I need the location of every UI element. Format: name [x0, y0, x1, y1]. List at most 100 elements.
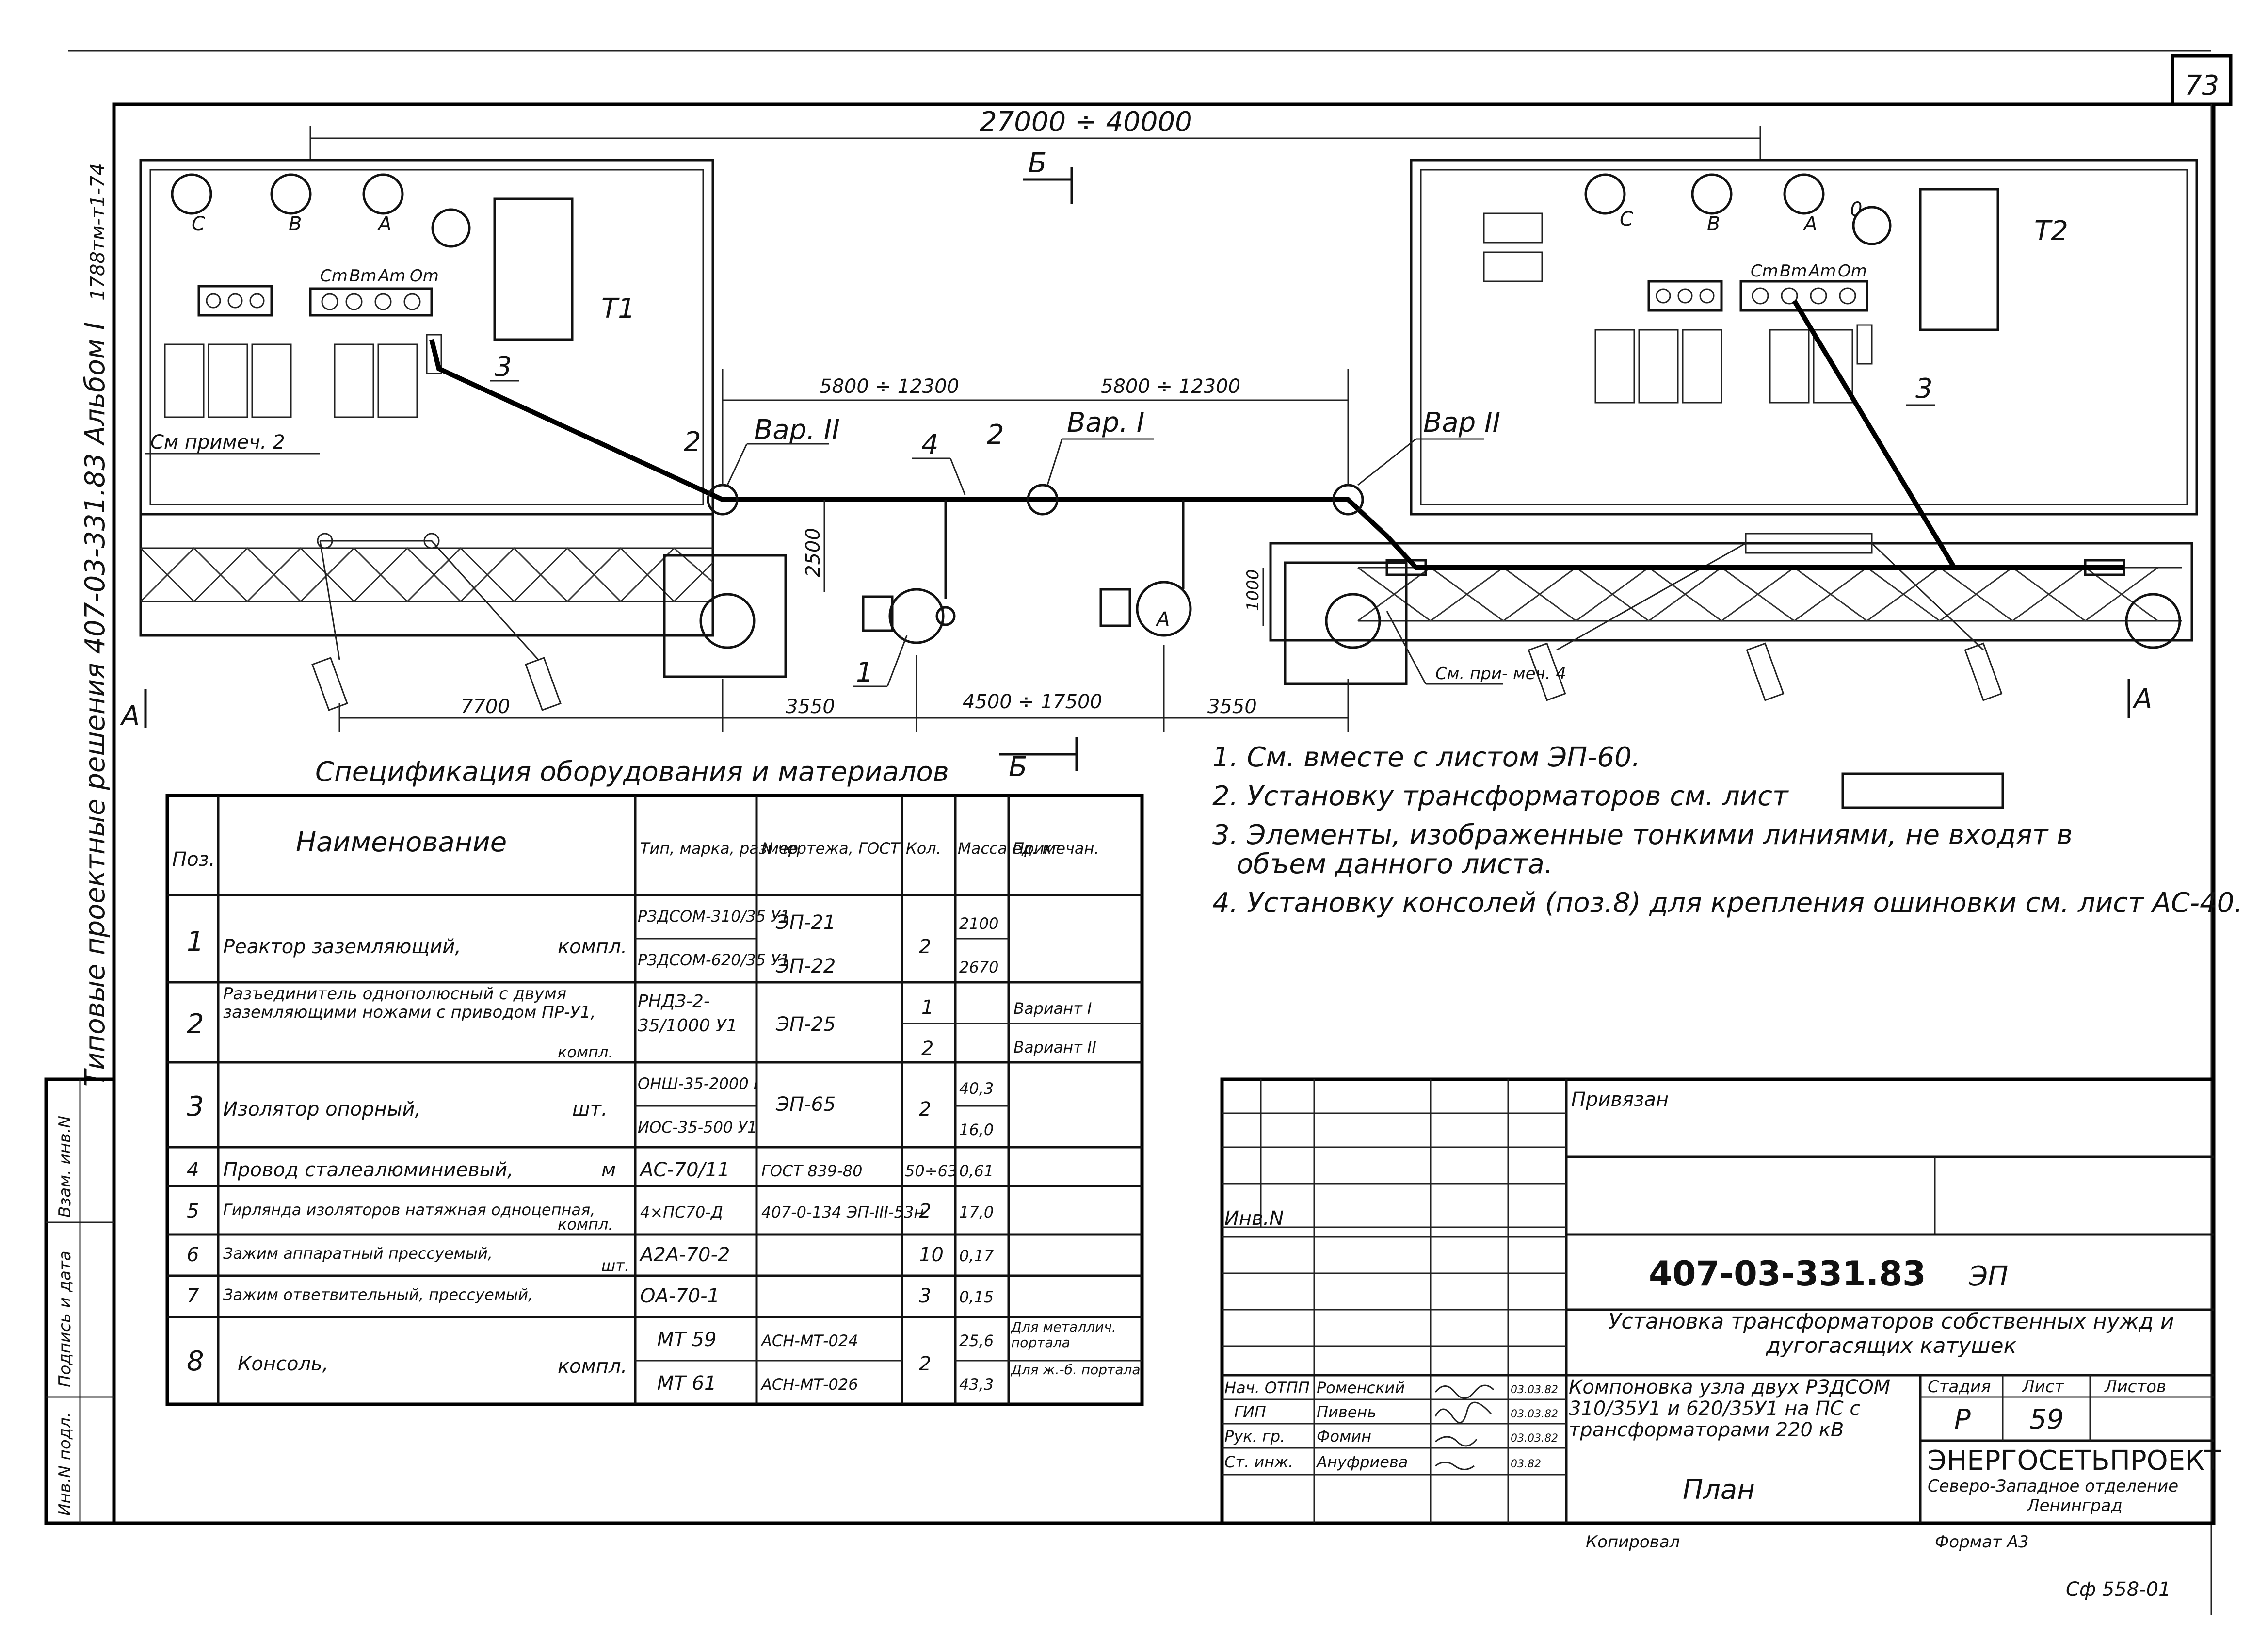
row1-name: Реактор заземляющий,	[223, 936, 461, 958]
row5-mass: 17,0	[959, 1203, 994, 1221]
tb-subject: Установка трансформаторов собственных ну…	[1608, 1310, 2174, 1358]
t2-cooler	[1638, 329, 1679, 404]
t2-phase-b: B	[1707, 213, 1720, 235]
signer-1-role: Нач. ОТПП	[1224, 1379, 1310, 1397]
t1-phase-c: C	[192, 213, 205, 235]
row2-type: РНДЗ-2-35/1000 У1	[638, 991, 738, 1036]
signer-2-role: ГИП	[1234, 1403, 1266, 1421]
brace	[1871, 542, 1984, 651]
signer-4-role: Ст. инж.	[1224, 1453, 1293, 1471]
tb-sheets-label: Листов	[2104, 1377, 2166, 1397]
note-3: 3. Элементы, изображенные тонкими линиям…	[1212, 819, 2073, 851]
reactor-body	[1136, 581, 1192, 637]
side-series-label: Типовые проектные решения 407-03-331.83 …	[80, 322, 111, 1087]
t2-terminal	[1677, 288, 1693, 304]
disconnector-var-i	[1027, 484, 1059, 516]
row8-dwg2: АСН-МТ-026	[760, 1375, 858, 1394]
dim-span-right: 5800 ÷ 12300	[1101, 375, 1240, 398]
row5-pos: 5	[187, 1200, 199, 1222]
row8-note1-box: Для металлич. портала	[1011, 1319, 1116, 1350]
right-portal-beam	[1269, 542, 2193, 642]
signature	[1435, 1462, 1475, 1470]
row5-name: Гирлянда изоляторов натяжная одноцепная,	[223, 1201, 595, 1219]
hdr-name: Наименование	[296, 827, 507, 858]
signature	[1434, 1401, 1492, 1424]
row8-unit: компл.	[558, 1355, 627, 1378]
reactor-terminal	[935, 606, 956, 626]
t2-tank	[1919, 188, 1999, 331]
tb-code: 407-03-331.83	[1649, 1254, 1926, 1294]
row8-note2: Для ж.-б. портала	[1011, 1362, 1141, 1378]
row1-mass1: 2100	[959, 914, 998, 933]
bushing-b	[270, 173, 312, 215]
t1-terminal	[206, 293, 221, 309]
right-portal-column-left	[1284, 561, 1408, 685]
row7-qty: 3	[919, 1285, 931, 1307]
row2-pos: 2	[187, 1008, 204, 1040]
tb-inv: Инв.N	[1224, 1207, 1284, 1230]
tb-drawing-title-box: Компоновка узла двух РЗДСОМ 310/35У1 и 6…	[1569, 1377, 1891, 1441]
note-4: 4. Установку консолей (поз.8) для крепле…	[1212, 887, 2243, 919]
row8-mass1: 25,6	[959, 1332, 994, 1350]
t2-label: T2	[2034, 215, 2068, 247]
bushing-a	[362, 173, 404, 215]
signer-1-name: Роменский	[1317, 1379, 1405, 1397]
t2-terminal-am	[1810, 287, 1827, 305]
brace	[319, 540, 340, 660]
t1-enclosure-inner	[149, 169, 704, 505]
tb-org-branch: Северо-Западное отделение	[1928, 1477, 2178, 1496]
signer-4-name: Ануфриева	[1316, 1453, 1408, 1471]
bushing-c	[171, 173, 212, 215]
signer-2-name: Пивень	[1317, 1403, 1376, 1421]
transformer-bay-t1: C B A T1 Cm Bm Am Om 3 См примеч. 2	[139, 159, 714, 516]
bushing-c	[1584, 173, 1626, 215]
hdr-notes: Примечан.	[1013, 839, 1099, 858]
row6-pos: 6	[187, 1244, 199, 1266]
console-8	[1746, 642, 1785, 701]
signature	[1434, 1384, 1495, 1399]
tb-org-city: Ленинград	[2026, 1496, 2123, 1515]
tb-drawing-title: Компоновка узла двух РЗДСОМ 310/35У1 и 6…	[1569, 1377, 1891, 1441]
sheet-number: 73	[2185, 70, 2219, 101]
t1-cooler	[208, 343, 248, 418]
hdr-pos: Поз.	[172, 848, 215, 871]
reactor-310	[862, 588, 956, 644]
left-portal-structure	[139, 513, 787, 732]
row7-mass: 0,15	[959, 1288, 994, 1306]
leader	[1046, 439, 1063, 486]
row8-note2-box: Для ж.-б. портала	[1011, 1362, 1141, 1378]
dim-vertical-1000: 1000	[1243, 569, 1263, 611]
row8-name: Консоль,	[238, 1353, 328, 1375]
t1-cooler	[377, 343, 418, 418]
section-b-top: Б	[1028, 147, 1046, 179]
row6-name: Зажим аппаратный прессуемый,	[223, 1244, 493, 1263]
row7-type: ОА-70-1	[640, 1285, 720, 1307]
row5-dwg: 407-0-134 ЭП-III-53н	[761, 1203, 924, 1221]
t1-term-cm: Cm	[320, 266, 348, 286]
corner-code: Сф 558-01	[2066, 1578, 2171, 1601]
bushing-a	[1783, 173, 1825, 215]
t2-term-cm: Cm	[1751, 261, 1778, 281]
copied-label: Копировал	[1586, 1532, 1680, 1552]
row6-mass: 0,17	[959, 1247, 994, 1265]
signature	[1435, 1436, 1478, 1447]
console-8	[1528, 642, 1566, 701]
row4-pos: 4	[187, 1159, 199, 1181]
brace	[431, 540, 539, 661]
leader	[886, 635, 908, 687]
row1-type1: РЗДСОМ-310/35 У1	[638, 907, 790, 926]
row2-qty1: 1	[921, 996, 933, 1019]
row7-pos: 7	[187, 1285, 199, 1307]
dim-vertical-2500: 2500	[802, 528, 824, 577]
t1-terminal-am	[374, 293, 392, 310]
t1-term-bm: Bm	[349, 266, 376, 286]
t1-terminal-box	[309, 287, 433, 317]
side-stamp-sign: Подпись и дата	[55, 1251, 75, 1387]
t1-terminal-om	[403, 293, 421, 310]
t2-cooler	[1813, 329, 1853, 404]
row2-dwg: ЭП-25	[775, 1013, 836, 1036]
t2-aux-box	[1483, 251, 1543, 282]
reactor-bushing	[862, 595, 894, 632]
reactor-a-label: А	[1155, 608, 1170, 631]
